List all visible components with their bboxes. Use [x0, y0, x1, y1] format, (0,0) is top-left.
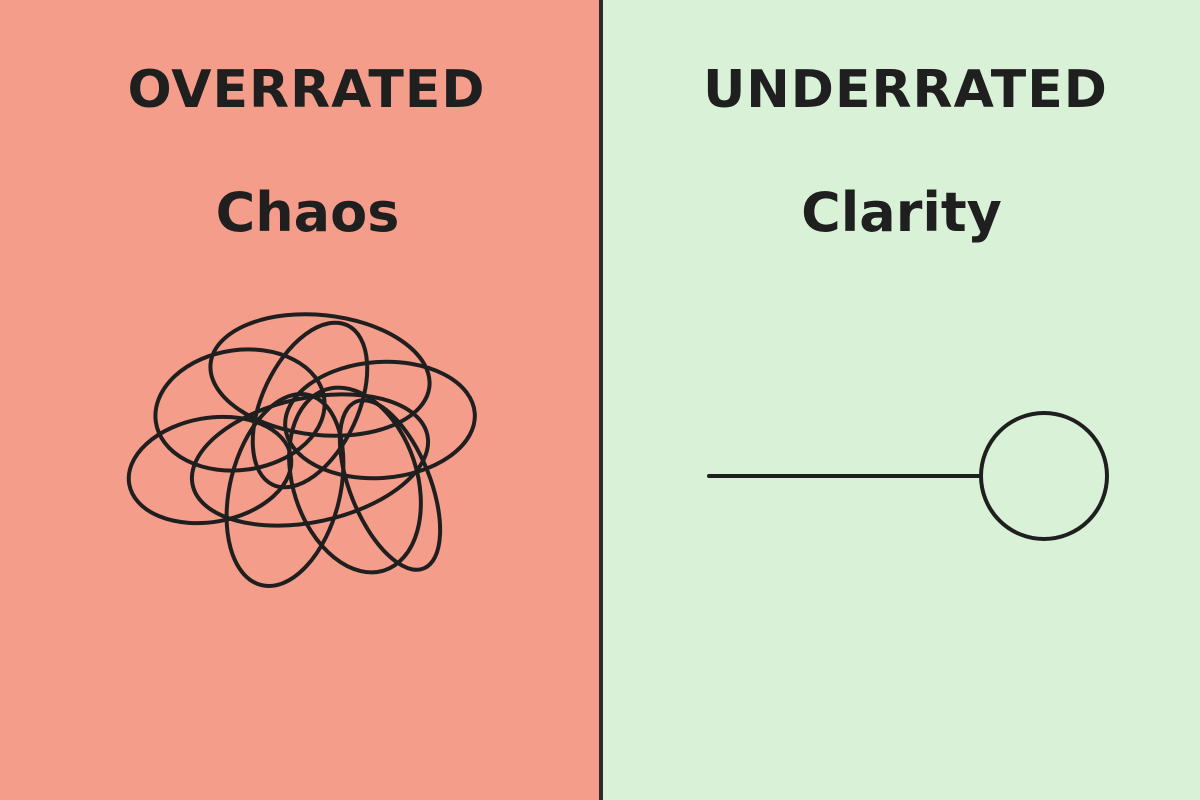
tangled-scribble-icon — [126, 312, 477, 589]
underrated-heading: UNDERRATED — [703, 60, 1108, 120]
overrated-heading: OVERRATED — [127, 60, 486, 120]
clarity-label: Clarity — [801, 181, 1002, 244]
line-to-circle-icon — [707, 411, 1109, 541]
underrated-panel: UNDERRATED Clarity — [603, 0, 1200, 800]
panel-divider — [599, 0, 603, 800]
overrated-panel: OVERRATED Chaos — [0, 0, 599, 800]
chaos-label: Chaos — [215, 181, 400, 244]
